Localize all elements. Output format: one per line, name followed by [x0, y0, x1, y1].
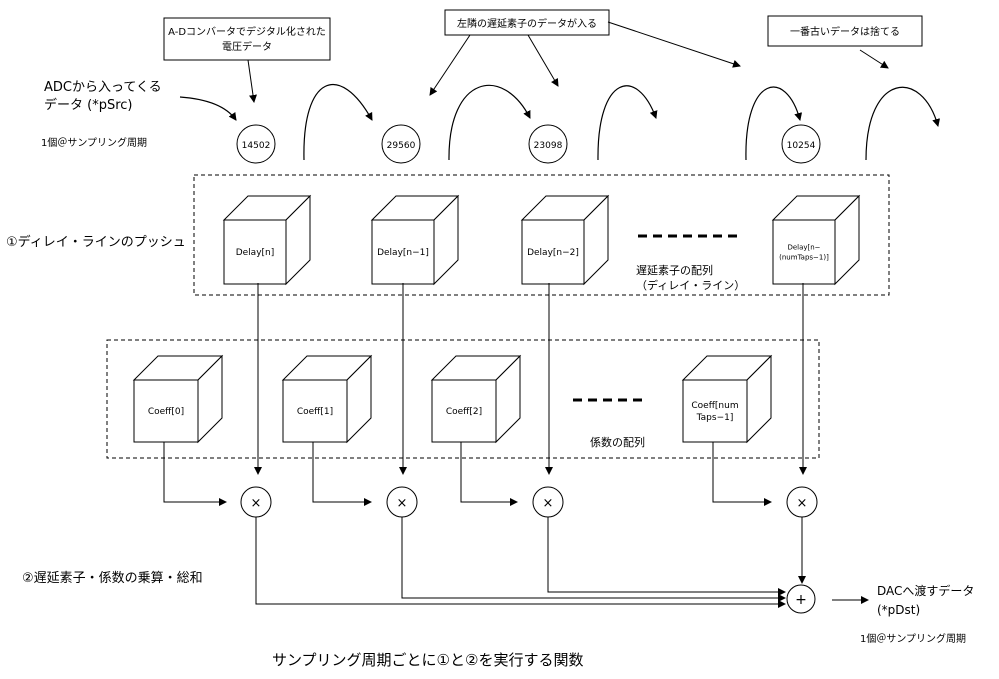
coeff-cube-3-label: Taps−1] — [696, 413, 734, 423]
coeff-cube-0-label: Coeff[0] — [148, 407, 184, 417]
sample-value-2: 23098 — [534, 141, 563, 151]
coeff-cube-3: Coeff[numTaps−1] — [681, 354, 773, 444]
delay-cube-3-label: Delay[n− — [787, 243, 820, 251]
multiplier-1: × — [386, 486, 418, 518]
delay-cube-1-label: Delay[n−1] — [377, 248, 429, 258]
multiply-symbol: × — [251, 496, 262, 511]
coeff3-to-mult — [712, 442, 772, 506]
sample-value-1: 29560 — [387, 141, 416, 151]
delay-cube-0: Delay[n] — [222, 194, 312, 286]
multiply-symbol: × — [397, 496, 408, 511]
mult1-to-sum — [401, 517, 786, 602]
adc-input-line1: ADCから入ってくる — [44, 80, 162, 95]
step2-label: ②遅延素子・係数の乗算・総和 — [22, 571, 203, 586]
delay-cube-0-label: Delay[n] — [236, 248, 275, 258]
coeff1-to-mult — [312, 442, 372, 506]
coeff-cube-1-label: Coeff[1] — [297, 407, 333, 417]
coeff-cube-3-label: Coeff[num — [691, 401, 738, 411]
mult2-to-sum — [547, 517, 786, 596]
coeff-array-label: 係数の配列 — [590, 435, 645, 449]
left-neighbor-text: 左隣の遅延素子のデータが入る — [457, 17, 597, 30]
coeff-elements: Coeff[0] Coeff[1] Coeff[2] Coeff[numTaps−1] — [132, 354, 773, 444]
mult0-to-sum — [255, 517, 786, 608]
shift-arc-3 — [597, 85, 658, 161]
shift-arc-discard — [865, 86, 940, 161]
adc-note-line2: 電圧データ — [222, 40, 272, 53]
coeff-cube-0: Coeff[0] — [132, 354, 224, 444]
sample-values: 14502 29560 23098 10254 — [236, 124, 821, 164]
adc-input-arrow — [179, 96, 237, 121]
adc-note-line1: A-Dコンバータでデジタル化された — [168, 25, 326, 38]
left-neighbor-box — [444, 9, 610, 36]
multiplier-0: × — [240, 486, 272, 518]
delay-line-frame — [193, 174, 890, 296]
discard-text: 一番古いデータは捨てる — [790, 25, 900, 38]
delay-array-line2: （ディレイ・ライン） — [636, 278, 745, 292]
coeff2-to-mult — [460, 442, 518, 506]
discard-box — [767, 15, 923, 47]
coeff-cube-2-label: Coeff[2] — [446, 407, 482, 417]
delay-cube-3: Delay[n− (numTaps−1)] — [771, 194, 861, 286]
multiplier-2: × — [532, 486, 564, 518]
sum-symbol: + — [795, 592, 807, 608]
left-neighbor-pointer-1 — [429, 34, 471, 96]
step1-label: ①ディレイ・ラインのプッシュ — [6, 234, 186, 250]
dac-output-line1: DACへ渡すデータ — [877, 583, 974, 598]
per-sample-right: 1個＠サンプリング周期 — [860, 632, 966, 645]
adc-note-box — [163, 17, 331, 61]
delay-cube-2-label: Delay[n−2] — [527, 248, 579, 258]
delay-cube-3-label: (numTaps−1)] — [779, 253, 829, 261]
delay-cube-2: Delay[n−2] — [520, 194, 610, 286]
sample-circle-3: 10254 — [781, 124, 821, 164]
sample-value-0: 14502 — [242, 141, 271, 151]
sample-circle-0: 14502 — [236, 124, 276, 164]
summation-node: + — [786, 584, 816, 614]
sample-circle-2: 23098 — [528, 124, 568, 164]
shift-arc-2 — [448, 84, 531, 161]
coeff0-to-mult — [163, 442, 227, 506]
delay-array-line1: 遅延素子の配列 — [636, 263, 713, 277]
left-neighbor-pointer-3 — [607, 21, 741, 68]
multiply-symbol: × — [797, 496, 808, 511]
multiply-symbol: × — [543, 496, 554, 511]
sample-circle-1: 29560 — [381, 124, 421, 164]
multiplier-3: × — [786, 486, 818, 518]
coeff-frame — [106, 339, 820, 459]
discard-pointer — [859, 49, 889, 69]
per-sample-left: 1個＠サンプリング周期 — [41, 136, 147, 149]
shift-arc-1 — [303, 84, 373, 161]
coeff-cube-2: Coeff[2] — [430, 354, 522, 444]
adc-note-pointer — [247, 59, 257, 103]
adc-input-line2: データ (*pSrc) — [44, 97, 133, 113]
delay-elements: Delay[n] Delay[n−1] Delay[n−2] Delay[n− (num… — [222, 194, 861, 286]
sample-value-3: 10254 — [787, 141, 816, 151]
coeff-cube-1: Coeff[1] — [281, 354, 373, 444]
dac-output-line2: (*pDst) — [877, 603, 920, 617]
left-neighbor-pointer-2 — [527, 34, 559, 87]
delay-cube-1: Delay[n−1] — [370, 194, 460, 286]
diagram-title: サンプリング周期ごとに①と②を実行する関数 — [272, 651, 583, 669]
shift-arc-4 — [745, 86, 803, 161]
